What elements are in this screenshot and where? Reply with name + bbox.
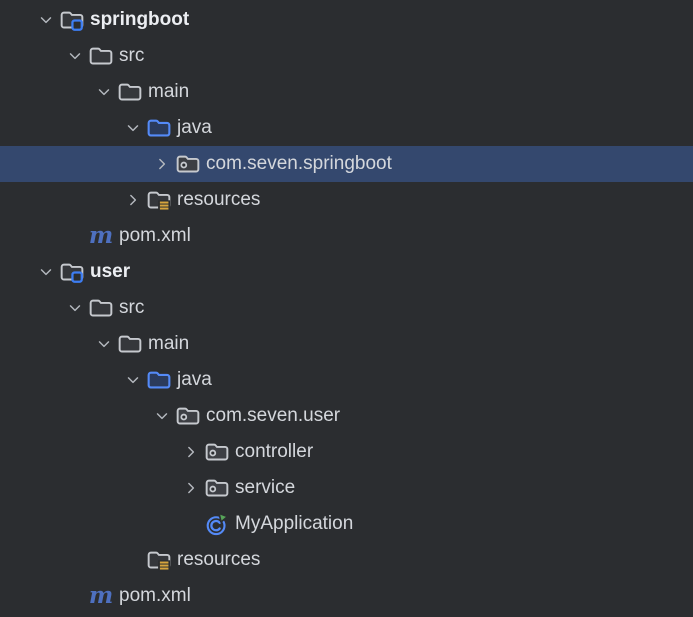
tree-item-label: controller (235, 441, 314, 462)
tree-item-controller[interactable]: controller (0, 434, 693, 470)
package-icon (175, 152, 201, 176)
tree-item-src[interactable]: src (0, 38, 693, 74)
tree-item-java[interactable]: java (0, 110, 693, 146)
chevron-spacer (62, 586, 88, 606)
chevron-right-icon[interactable] (178, 442, 204, 462)
tree-item-com-seven-springboot[interactable]: com.seven.springboot (0, 146, 693, 182)
tree-item-myapplication[interactable]: MyApplication (0, 506, 693, 542)
tree-item-label: main (148, 333, 190, 354)
folder-module-icon (59, 260, 85, 284)
chevron-down-icon[interactable] (33, 262, 59, 282)
chevron-right-icon[interactable] (178, 478, 204, 498)
chevron-down-icon[interactable] (120, 370, 146, 390)
tree-item-label: MyApplication (235, 513, 354, 534)
tree-item-resources[interactable]: resources (0, 182, 693, 218)
package-icon (204, 440, 230, 464)
folder-source-icon (146, 116, 172, 140)
package-icon (175, 404, 201, 428)
tree-item-label: com.seven.user (206, 405, 341, 426)
tree-item-label: pom.xml (119, 225, 191, 246)
tree-item-resources[interactable]: resources (0, 542, 693, 578)
tree-item-label: springboot (90, 9, 190, 30)
folder-icon (88, 44, 114, 68)
tree-item-springboot[interactable]: springboot (0, 2, 693, 38)
chevron-spacer (178, 514, 204, 534)
chevron-down-icon[interactable] (62, 298, 88, 318)
folder-source-icon (146, 368, 172, 392)
chevron-down-icon[interactable] (91, 334, 117, 354)
tree-item-label: main (148, 81, 190, 102)
package-icon (204, 476, 230, 500)
tree-item-label: service (235, 477, 296, 498)
folder-module-icon (59, 8, 85, 32)
chevron-down-icon[interactable] (91, 82, 117, 102)
chevron-right-icon[interactable] (120, 190, 146, 210)
tree-item-service[interactable]: service (0, 470, 693, 506)
folder-icon (117, 80, 143, 104)
class-run-icon (204, 512, 230, 536)
chevron-spacer (62, 226, 88, 246)
tree-item-main[interactable]: main (0, 74, 693, 110)
chevron-down-icon[interactable] (33, 10, 59, 30)
tree-item-com-seven-user[interactable]: com.seven.user (0, 398, 693, 434)
chevron-down-icon[interactable] (62, 46, 88, 66)
maven-icon: m (88, 222, 114, 249)
chevron-down-icon[interactable] (149, 406, 175, 426)
tree-item-label: resources (177, 189, 261, 210)
tree-item-label: java (177, 369, 212, 390)
tree-item-label: java (177, 117, 212, 138)
tree-item-main[interactable]: main (0, 326, 693, 362)
tree-item-label: resources (177, 549, 261, 570)
tree-item-label: pom.xml (119, 585, 191, 606)
tree-item-label: src (119, 45, 145, 66)
chevron-down-icon[interactable] (120, 118, 146, 138)
tree-item-src[interactable]: src (0, 290, 693, 326)
chevron-spacer (120, 550, 146, 570)
folder-icon (88, 296, 114, 320)
folder-resources-icon (146, 548, 172, 572)
tree-item-user[interactable]: user (0, 254, 693, 290)
tree-item-label: user (90, 261, 131, 282)
folder-icon (117, 332, 143, 356)
chevron-right-icon[interactable] (149, 154, 175, 174)
tree-item-label: com.seven.springboot (206, 153, 392, 174)
maven-icon: m (88, 582, 114, 609)
tree-item-label: src (119, 297, 145, 318)
tree-item-java[interactable]: java (0, 362, 693, 398)
folder-resources-icon (146, 188, 172, 212)
